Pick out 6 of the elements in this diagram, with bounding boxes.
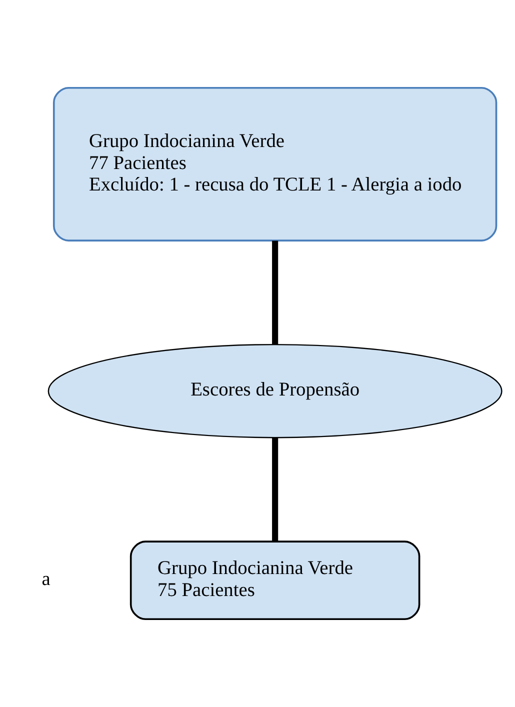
node-box: Grupo Indocianina Verde 75 Pacientes bbox=[130, 540, 420, 620]
connector bbox=[272, 438, 278, 542]
label: a bbox=[42, 568, 50, 590]
node-ellipse: Escores de Propensão bbox=[48, 344, 502, 438]
node-box: Grupo Indocianina Verde 77 Pacientes Excluído: 1 - recusa do TCLE 1 - Alergia a iodo bbox=[52, 86, 498, 242]
connector bbox=[272, 240, 278, 344]
